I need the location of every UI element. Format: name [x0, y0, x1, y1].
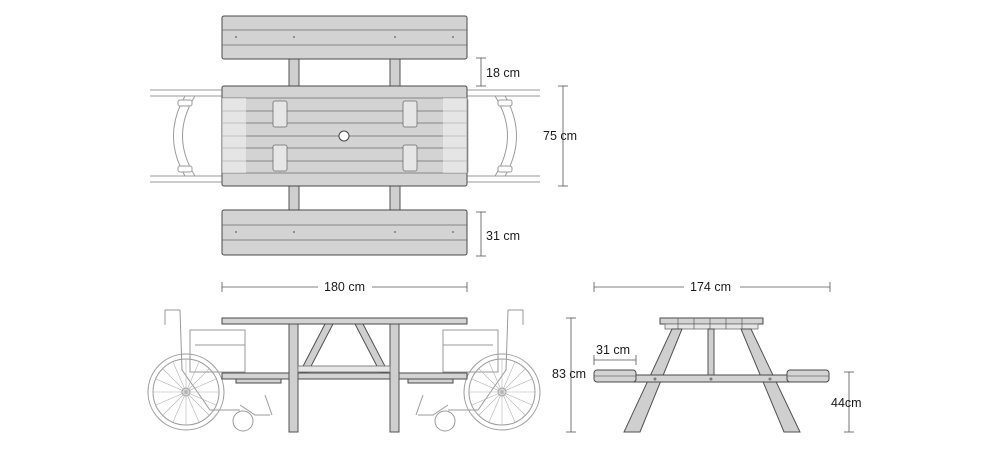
top-view: 18 cm 75 cm 31 cm: [150, 15, 577, 257]
label-seat-depth: 31 cm: [596, 343, 630, 357]
table-front: [221, 317, 468, 433]
parasol-hole: [338, 130, 350, 142]
wheelchair-side-right: [415, 309, 541, 432]
dimension-overall-height: 83 cm: [552, 317, 586, 433]
label-overall-width: 174 cm: [690, 280, 731, 294]
label-bench-depth: 31 cm: [486, 229, 520, 243]
dimension-table-length: 180 cm: [221, 280, 468, 294]
label-backrest-depth: 18 cm: [486, 66, 520, 80]
wheelchair-side-left: [147, 309, 273, 432]
label-overall-height: 83 cm: [552, 367, 586, 381]
label-table-length: 180 cm: [324, 280, 365, 294]
dimension-bench-depth: 31 cm: [476, 211, 520, 257]
dimension-seat-depth: 31 cm: [593, 343, 637, 365]
table-top: [221, 85, 468, 187]
dimension-table-depth: 75 cm: [543, 85, 577, 187]
table-side: [593, 317, 830, 433]
front-view: 180 cm: [147, 280, 541, 433]
bench-bottom: [221, 209, 468, 256]
dimension-overall-width: 174 cm: [593, 280, 831, 294]
dimension-backrest-depth: 18 cm: [476, 57, 520, 87]
dimension-seat-height: 44cm: [831, 371, 862, 433]
label-seat-height: 44cm: [831, 396, 862, 410]
bench-top: [221, 15, 468, 60]
label-table-depth: 75 cm: [543, 129, 577, 143]
side-view: 174 cm 83 cm 31 cm 44cm: [552, 280, 862, 433]
